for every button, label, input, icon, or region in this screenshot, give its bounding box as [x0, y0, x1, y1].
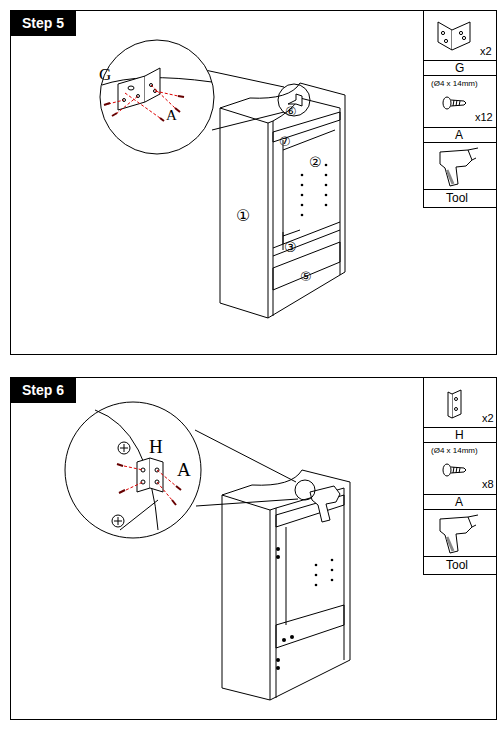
part-letter: A — [177, 460, 191, 479]
callout-number: ② — [309, 155, 322, 169]
callout-number: ⑤ — [300, 270, 312, 283]
step-header: Step 6 — [10, 377, 76, 403]
screw-icon — [443, 97, 466, 109]
step-frame — [11, 11, 497, 355]
step-frame — [11, 378, 497, 720]
screw-icon — [443, 464, 466, 476]
part-size: (Ø4 x 14mm) — [431, 447, 478, 455]
parts-table — [424, 378, 497, 575]
step-title: Step 5 — [22, 15, 64, 31]
step-title: Step 6 — [22, 382, 64, 398]
quantity: x12 — [475, 112, 493, 123]
quantity: x8 — [482, 479, 494, 490]
part-letter: H — [149, 437, 163, 456]
part-letter: H — [455, 429, 464, 441]
quantity: x2 — [482, 413, 494, 424]
cabinet-drawing — [222, 470, 350, 700]
part-letter: G — [455, 62, 464, 74]
callout-number: ③ — [284, 240, 297, 254]
tool-label: Tool — [446, 192, 468, 204]
quantity: x2 — [480, 46, 492, 57]
screw-guides — [124, 466, 176, 500]
shelf-holes — [301, 164, 328, 217]
bracket-icon — [438, 22, 470, 50]
part-letter: A — [166, 108, 177, 123]
callout-number: ⑥ — [285, 105, 297, 118]
screws — [117, 464, 181, 505]
cabinet-drawing — [220, 83, 345, 318]
part-letter: A — [455, 129, 463, 141]
bracket-h — [137, 458, 163, 492]
bracket-g — [118, 68, 160, 110]
tool-label: Tool — [446, 559, 468, 571]
parts-table — [424, 11, 497, 208]
shelf-holes — [276, 547, 333, 670]
part-letter: G — [99, 66, 111, 83]
drill — [295, 480, 340, 522]
bracket-icon — [448, 390, 461, 418]
drill-icon — [440, 148, 478, 186]
cam-lock — [112, 442, 130, 527]
zoom-circle — [100, 40, 214, 154]
part-letter: A — [455, 496, 463, 508]
callout-number: ① — [236, 208, 250, 224]
step-header: Step 5 — [10, 10, 76, 36]
part-size: (Ø4 x 14mm) — [431, 80, 478, 88]
callout-number: ⑦ — [279, 135, 291, 148]
zoom-circle — [65, 402, 201, 538]
drill-icon — [440, 515, 478, 553]
